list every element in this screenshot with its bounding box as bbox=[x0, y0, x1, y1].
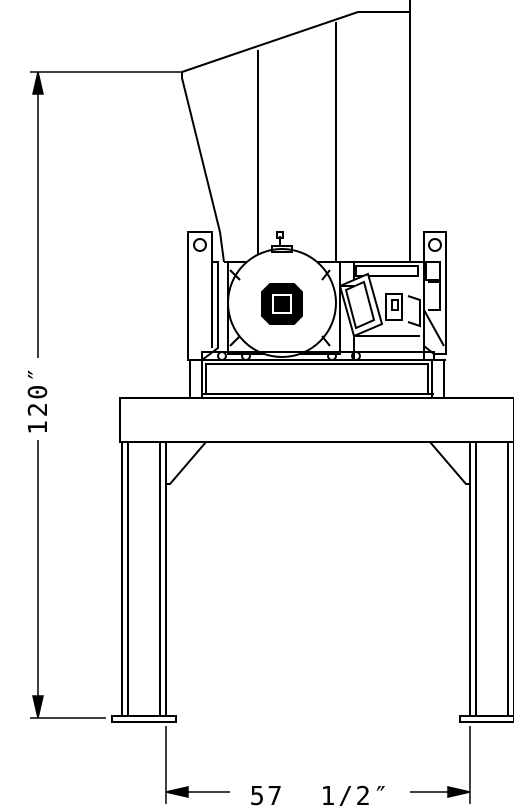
left-bracket bbox=[187, 231, 219, 361]
stand-left-leg bbox=[111, 441, 209, 723]
width-arrow-left bbox=[165, 786, 189, 798]
width-dimension: 57 1/2″ bbox=[165, 726, 471, 806]
stand-right-leg bbox=[427, 441, 514, 723]
machine-base bbox=[188, 351, 446, 399]
height-dimension: 120″ bbox=[24, 71, 182, 719]
width-dimension-label: 57 1/2″ bbox=[249, 782, 390, 806]
width-arrow-right bbox=[447, 786, 471, 798]
height-arrow-top bbox=[32, 71, 44, 95]
drive-housing bbox=[338, 261, 425, 361]
motor bbox=[227, 231, 341, 358]
stand-table-top bbox=[119, 397, 514, 443]
hopper bbox=[181, 0, 411, 263]
right-bracket bbox=[423, 231, 447, 355]
height-dimension-label: 120″ bbox=[24, 365, 54, 436]
height-arrow-bottom bbox=[32, 695, 44, 719]
